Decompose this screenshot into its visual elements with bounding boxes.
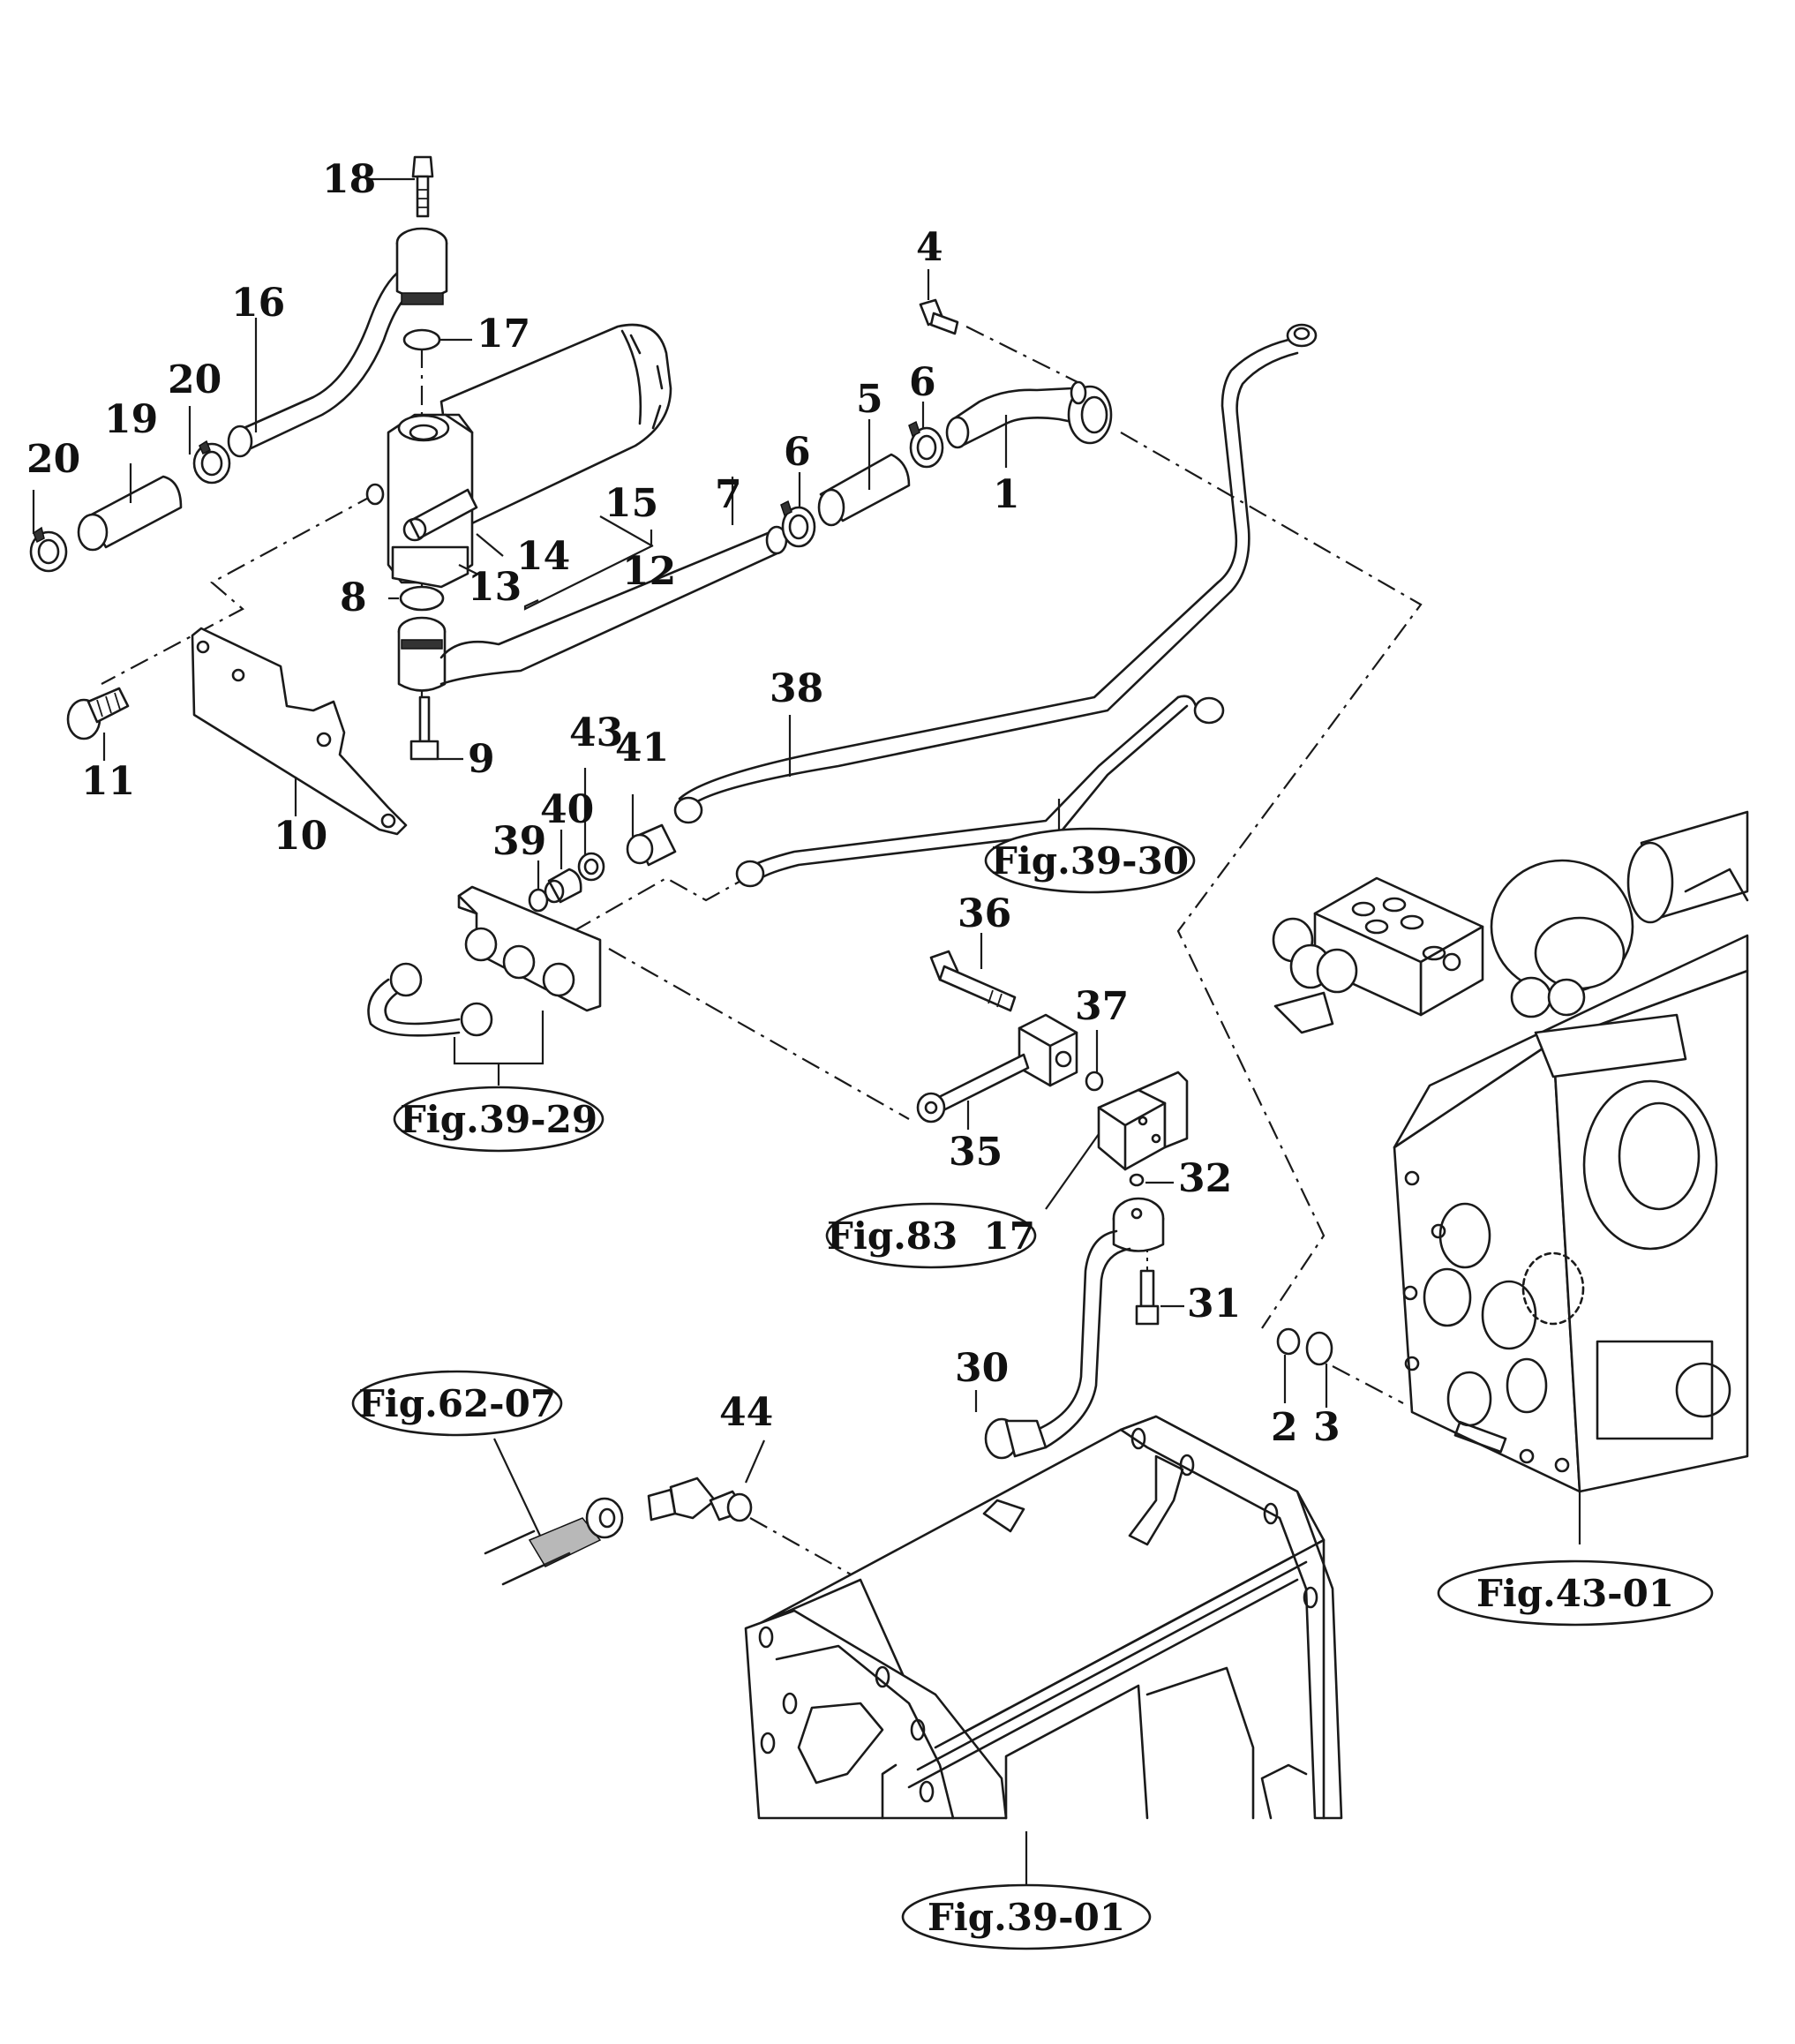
lower-pipe-group <box>397 525 788 761</box>
callout-43: 43 <box>569 710 623 755</box>
callout-1: 1 <box>993 472 1020 517</box>
assembly-line-filter-to-bracket <box>101 493 376 685</box>
leader-fig-62-07 <box>493 1438 541 1537</box>
assembly-line-oring3-to-housing <box>1332 1365 1404 1404</box>
fig-ref-39-30-label[interactable]: Fig.39-30 <box>991 839 1189 883</box>
fig-ref-39-29[interactable]: Fig.39-29 <box>393 1086 605 1153</box>
callout-11: 11 <box>81 759 135 804</box>
callout-38: 38 <box>770 666 823 711</box>
callout-13: 13 <box>468 565 522 610</box>
callout-7: 7 <box>715 472 742 517</box>
fig-ref-39-01-label[interactable]: Fig.39-01 <box>928 1896 1125 1939</box>
callout-41: 41 <box>615 725 669 770</box>
callout-6-lower: 6 <box>784 430 811 475</box>
callout-35: 35 <box>949 1130 1003 1175</box>
callout-37: 37 <box>1075 984 1129 1029</box>
fig-ref-83-17[interactable]: Fig.83 17 <box>825 1202 1037 1269</box>
callout-numbers: 18 17 16 20 19 20 15 14 12 13 8 9 11 10 … <box>26 157 1341 1450</box>
filter-assembly <box>365 323 672 589</box>
hydraulic-housing <box>1272 810 1749 1544</box>
callout-15: 15 <box>605 481 658 526</box>
fitting-44-group <box>484 1438 753 1586</box>
callout-4: 4 <box>916 225 943 270</box>
callout-19: 19 <box>104 397 158 442</box>
fig-ref-43-01-label[interactable]: Fig.43-01 <box>1476 1572 1674 1615</box>
callout-30: 30 <box>955 1346 1009 1391</box>
fig-ref-43-01[interactable]: Fig.43-01 <box>1437 1559 1714 1627</box>
fig-ref-39-01[interactable]: Fig.39-01 <box>901 1883 1152 1950</box>
assembly-line-fitting44-to-case <box>749 1517 861 1581</box>
bracket-group <box>66 627 408 836</box>
assembly-line-block-to-bolt35 <box>608 948 910 1120</box>
callout-14: 14 <box>516 534 570 579</box>
hose-fitting-group <box>780 298 1113 548</box>
callout-32: 32 <box>1178 1156 1232 1201</box>
assembly-line-block-to-pipe <box>573 876 747 932</box>
figure-references: Fig.39-30 Fig.39-29 Fig.83 17 Fig.62-07 … <box>351 827 1714 1950</box>
callout-9: 9 <box>468 737 495 782</box>
callout-2: 2 <box>1271 1405 1298 1450</box>
callout-18: 18 <box>322 157 376 202</box>
callout-31: 31 <box>1187 1281 1241 1326</box>
fig-ref-83-17-label[interactable]: Fig.83 17 <box>827 1214 1035 1258</box>
callout-8: 8 <box>340 575 367 620</box>
callout-40: 40 <box>540 787 594 832</box>
long-pipes <box>673 323 1318 888</box>
bolt-block-group <box>916 950 1104 1123</box>
callout-39: 39 <box>492 819 546 864</box>
callout-20-lower: 20 <box>26 437 80 482</box>
callout-12: 12 <box>622 549 676 594</box>
upper-pipe-group <box>29 155 448 573</box>
transmission-case <box>744 1415 1343 1889</box>
fig-ref-39-29-label[interactable]: Fig.39-29 <box>400 1098 597 1141</box>
callout-44: 44 <box>719 1390 773 1435</box>
assembly-line-fitting1-to-housing <box>1120 432 1423 1329</box>
callout-10: 10 <box>274 814 327 859</box>
fig-ref-62-07[interactable]: Fig.62-07 <box>351 1370 563 1437</box>
fig-ref-39-30[interactable]: Fig.39-30 <box>984 827 1196 894</box>
callout-6-upper: 6 <box>909 360 936 405</box>
callout-5: 5 <box>856 377 883 422</box>
callout-20-upper: 20 <box>168 357 222 402</box>
callout-36: 36 <box>958 891 1011 936</box>
connector-block-group <box>367 823 677 1086</box>
leader-fig-83-17 <box>1045 1133 1100 1210</box>
callout-leaders <box>32 177 1328 1484</box>
valve-pipe-group <box>984 1071 1333 1460</box>
callout-17: 17 <box>477 312 530 357</box>
callout-16: 16 <box>231 281 285 326</box>
callout-3: 3 <box>1313 1405 1341 1450</box>
fig-ref-62-07-label[interactable]: Fig.62-07 <box>358 1382 556 1425</box>
leader-fig-39-29 <box>453 1011 545 1086</box>
assembly-line-bolt4-to-fitting1 <box>965 326 1082 385</box>
